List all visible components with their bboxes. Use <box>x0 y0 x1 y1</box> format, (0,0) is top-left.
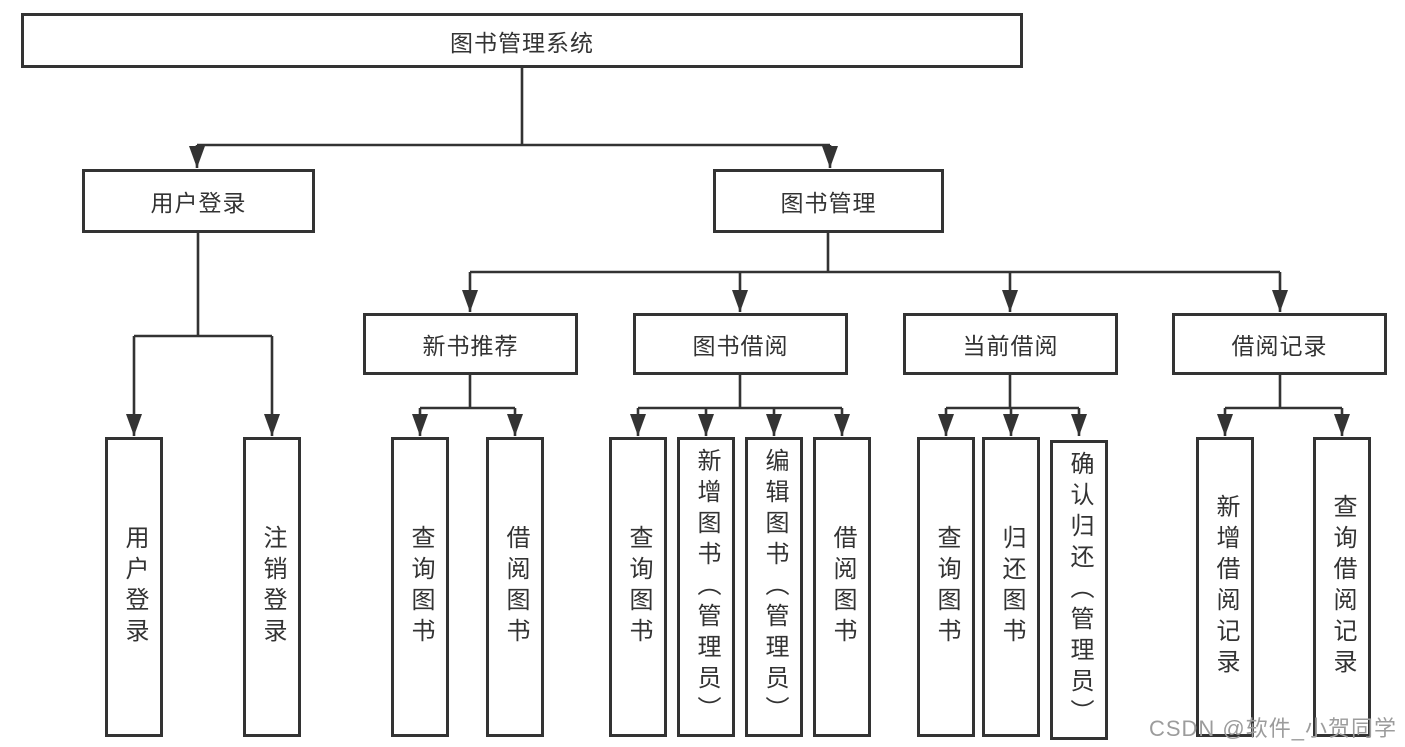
leaf-bb-add-books-admin-label: 新增图书（管理员） <box>693 447 720 727</box>
node-borrow-records: 借阅记录 <box>1172 313 1387 375</box>
node-book-borrow-label: 图书借阅 <box>692 333 789 359</box>
leaf-logout-label: 注销登录 <box>259 525 286 649</box>
leaf-bb-add-books-admin: 新增图书（管理员） <box>677 437 735 737</box>
node-current-borrow-label: 当前借阅 <box>962 333 1059 359</box>
node-book-management: 图书管理 <box>713 169 944 233</box>
node-book-management-label: 图书管理 <box>780 190 877 216</box>
leaf-bb-query-books-label: 查询图书 <box>625 525 652 649</box>
leaf-br-query-record-label: 查询借阅记录 <box>1329 494 1356 680</box>
leaf-bb-edit-books-admin-label: 编辑图书（管理员） <box>761 447 788 727</box>
node-user-login: 用户登录 <box>82 169 315 233</box>
node-root: 图书管理系统 <box>21 13 1023 68</box>
node-new-book-recommend-label: 新书推荐 <box>422 333 519 359</box>
node-user-login-label: 用户登录 <box>150 190 247 216</box>
leaf-nb-query-books: 查询图书 <box>391 437 449 737</box>
node-current-borrow: 当前借阅 <box>903 313 1118 375</box>
leaf-cb-confirm-return-admin-label: 确认归还（管理员） <box>1066 450 1093 730</box>
leaf-bb-edit-books-admin: 编辑图书（管理员） <box>745 437 803 737</box>
leaf-logout: 注销登录 <box>243 437 301 737</box>
leaf-bb-borrow-books: 借阅图书 <box>813 437 871 737</box>
leaf-nb-borrow-books-label: 借阅图书 <box>502 525 529 649</box>
leaf-br-add-record-label: 新增借阅记录 <box>1212 494 1239 680</box>
leaf-cb-confirm-return-admin: 确认归还（管理员） <box>1050 440 1108 740</box>
node-new-book-recommend: 新书推荐 <box>363 313 578 375</box>
leaf-br-query-record: 查询借阅记录 <box>1313 437 1371 737</box>
leaf-br-add-record: 新增借阅记录 <box>1196 437 1254 737</box>
leaf-nb-query-books-label: 查询图书 <box>407 525 434 649</box>
leaf-cb-return-books-label: 归还图书 <box>998 525 1025 649</box>
leaf-cb-query-books-label: 查询图书 <box>933 525 960 649</box>
leaf-user-login: 用户登录 <box>105 437 163 737</box>
node-borrow-records-label: 借阅记录 <box>1231 333 1328 359</box>
leaf-user-login-label: 用户登录 <box>121 525 148 649</box>
watermark: CSDN @软件_小贺同学 <box>1148 716 1397 741</box>
node-book-borrow: 图书借阅 <box>633 313 848 375</box>
leaf-bb-query-books: 查询图书 <box>609 437 667 737</box>
leaf-bb-borrow-books-label: 借阅图书 <box>829 525 856 649</box>
leaf-nb-borrow-books: 借阅图书 <box>486 437 544 737</box>
leaf-cb-query-books: 查询图书 <box>917 437 975 737</box>
leaf-cb-return-books: 归还图书 <box>982 437 1040 737</box>
node-root-label: 图书管理系统 <box>450 29 594 56</box>
